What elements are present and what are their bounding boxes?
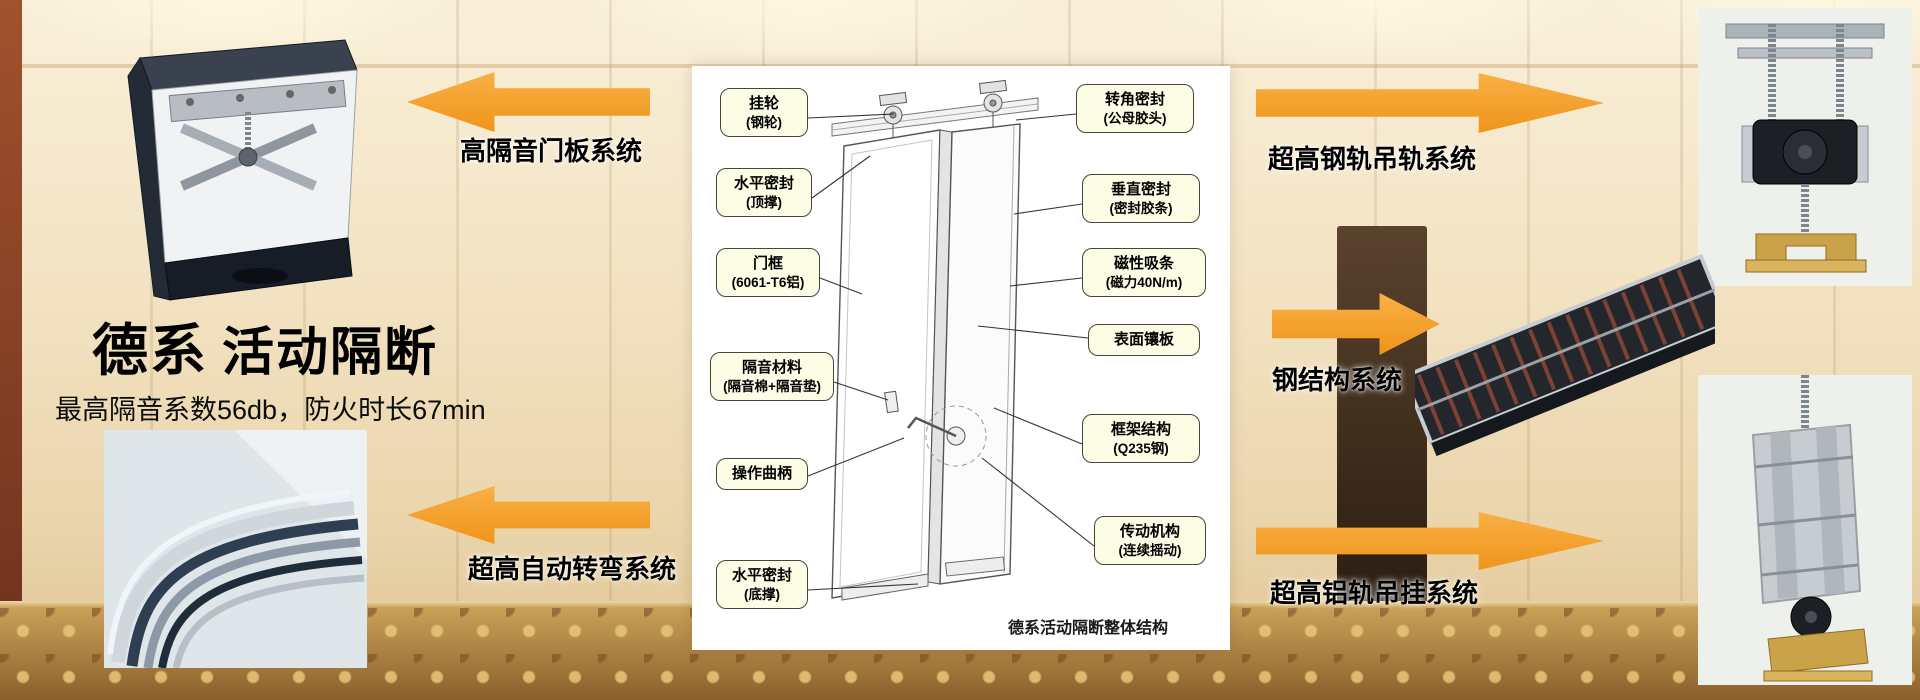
label-door-panel-system: 高隔音门板系统: [460, 136, 643, 166]
label-aluminum-rail-system: 超高铝轨吊挂系统: [1270, 578, 1479, 608]
callout-surface-panel: 表面镶板: [1088, 324, 1200, 356]
callout-hanging-wheel: 挂轮 (钢轮): [720, 88, 808, 138]
callout-horizontal-seal-bottom: 水平密封 (底撑): [716, 560, 808, 610]
steel-rail-hanger-photo: [1698, 8, 1912, 286]
diagram-caption: 德系活动隔断整体结构: [1008, 620, 1169, 637]
aluminum-rail-hanger-photo: [1698, 375, 1912, 685]
callout-door-frame: 门框 (6061-T6铝): [716, 248, 820, 298]
partition-structure-diagram: 挂轮 (钢轮) 水平密封 (顶撑) 门框 (6061-T6铝) 隔音材料 (隔音…: [692, 66, 1230, 650]
callout-sound-insulation: 隔音材料 (隔音棉+隔音垫): [710, 352, 834, 402]
curved-track-photo: [104, 430, 367, 668]
left-wall-strip: [0, 0, 22, 700]
callout-transmission: 传动机构 (连续摇动): [1094, 516, 1206, 566]
callout-operating-crank: 操作曲柄: [716, 458, 808, 490]
label-steel-structure-system: 钢结构系统: [1272, 365, 1403, 395]
door-panel-mechanism-photo: [110, 28, 368, 308]
callout-vertical-seal: 垂直密封 (密封胶条): [1082, 174, 1200, 224]
callout-magnetic-strip: 磁性吸条 (磁力40N/m): [1082, 248, 1206, 298]
tagline: 最高隔音系数56db，防火时长67min: [55, 395, 486, 425]
callout-corner-seal: 转角密封 (公母胶头): [1076, 84, 1194, 134]
label-steel-rail-system: 超高钢轨吊轨系统: [1268, 144, 1477, 174]
label-auto-turn-system: 超高自动转弯系统: [468, 554, 677, 584]
callout-frame-structure: 框架结构 (Q235钢): [1082, 414, 1200, 464]
partition-line-drawing: [807, 79, 1095, 601]
brand-title: 德系活动隔断: [92, 306, 438, 387]
callout-horizontal-seal-top: 水平密封 (顶撑): [716, 168, 812, 218]
title-main: 德系: [92, 319, 208, 382]
title-sub: 活动隔断: [222, 324, 439, 382]
steel-structure-photo: [1415, 236, 1715, 458]
